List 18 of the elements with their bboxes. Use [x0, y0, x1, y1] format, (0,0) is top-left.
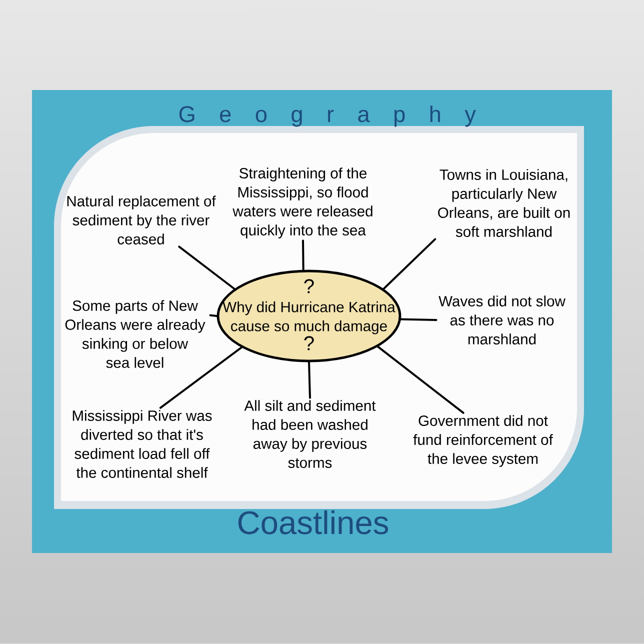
cause-label: All silt and sediment had been washed away by previous storms	[244, 400, 376, 468]
connector-line	[376, 346, 464, 414]
connector-line	[302, 240, 304, 271]
cause-label: Straightening of the Mississippi, so flood waters were released quickly into the sea	[232, 168, 372, 238]
connector-line	[178, 246, 236, 290]
cause-label: Government did not fund reinforcement of the levee system	[413, 415, 553, 467]
cause-label: Mississippi River was diverted so that it's sediment load fell off the continental shelf	[72, 410, 212, 478]
cause-label: Natural replacement of sediment by the river ceased	[67, 196, 216, 244]
connector-line	[382, 238, 436, 290]
title: G e o g r a p h y	[179, 106, 476, 127]
connector-line	[209, 314, 218, 317]
cause-label: Waves did not slow as there was no marshland	[438, 296, 566, 344]
cause-label: Some parts of New Orleans were already sinking or below sea level	[65, 300, 206, 368]
caption: Coastlines	[238, 510, 388, 534]
cause-label: Towns in Louisiana, particularly New Orleans, are built on soft marshland	[438, 169, 570, 237]
connector-line	[159, 346, 242, 409]
connector-line	[308, 361, 311, 399]
connector-line	[400, 318, 438, 321]
